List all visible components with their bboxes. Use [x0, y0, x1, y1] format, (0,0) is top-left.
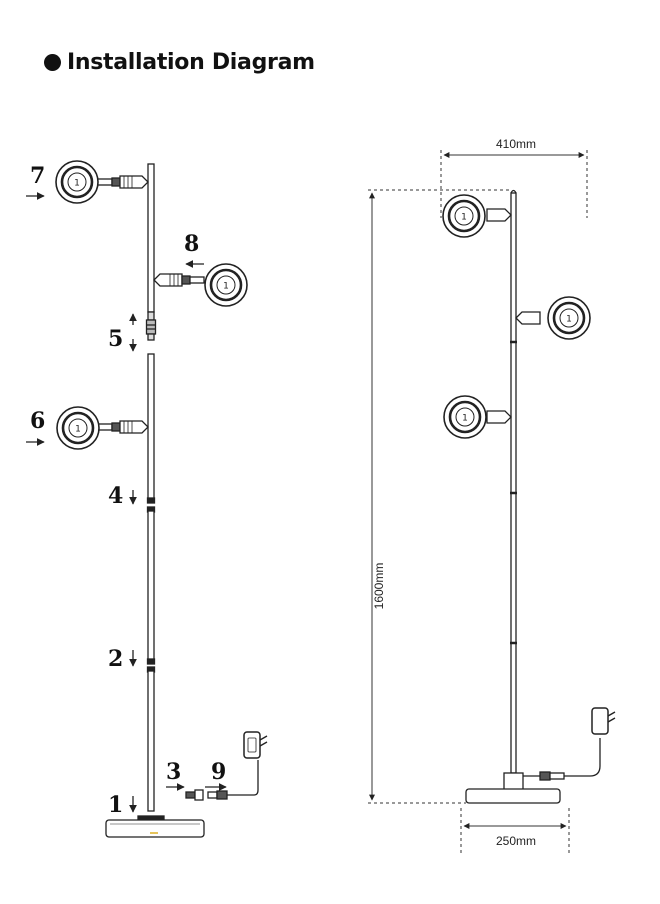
dimension-lines — [368, 150, 588, 855]
dim-height: 1600mm — [372, 563, 386, 610]
lamp-head-6 — [55, 405, 101, 451]
assembled-head-right — [546, 295, 592, 341]
step-5-label: 5 — [108, 326, 123, 352]
arm-8 — [153, 273, 205, 287]
arm-6 — [95, 420, 149, 434]
assembled-base — [465, 772, 561, 804]
top-tube — [147, 163, 155, 313]
step-1-label: 1 — [108, 792, 123, 818]
power-plug-connector — [185, 760, 259, 801]
step-3-label: 3 — [166, 759, 181, 785]
lamp-head-8 — [203, 262, 249, 308]
lamp-head-7 — [54, 159, 100, 205]
assembled-cable — [523, 707, 616, 781]
assembled-head-top — [441, 193, 487, 239]
step-7-label: 7 — [30, 163, 45, 189]
dim-width-top: 410mm — [496, 137, 536, 151]
arm-7 — [95, 175, 149, 189]
page-title: Installation Diagram — [67, 50, 315, 75]
step-2-label: 2 — [108, 646, 123, 672]
dim-base-width: 250mm — [496, 834, 536, 848]
assembled-pole — [510, 192, 517, 774]
exploded-view — [95, 163, 268, 838]
bottom-tube — [147, 670, 155, 812]
title-block: Installation Diagram — [44, 50, 315, 75]
lower-tube — [147, 510, 155, 662]
assembled-view — [465, 189, 616, 804]
lamp-base — [105, 815, 205, 838]
step-8-label: 8 — [184, 231, 199, 257]
step-4-label: 4 — [108, 483, 123, 509]
step-arrows — [26, 192, 227, 813]
assembled-head-middle — [442, 394, 488, 440]
step-6-label: 6 — [30, 408, 45, 434]
step-9-label: 9 — [211, 759, 226, 785]
tube-connector — [145, 311, 157, 341]
power-adapter — [243, 731, 268, 759]
bullet-icon — [44, 54, 61, 71]
